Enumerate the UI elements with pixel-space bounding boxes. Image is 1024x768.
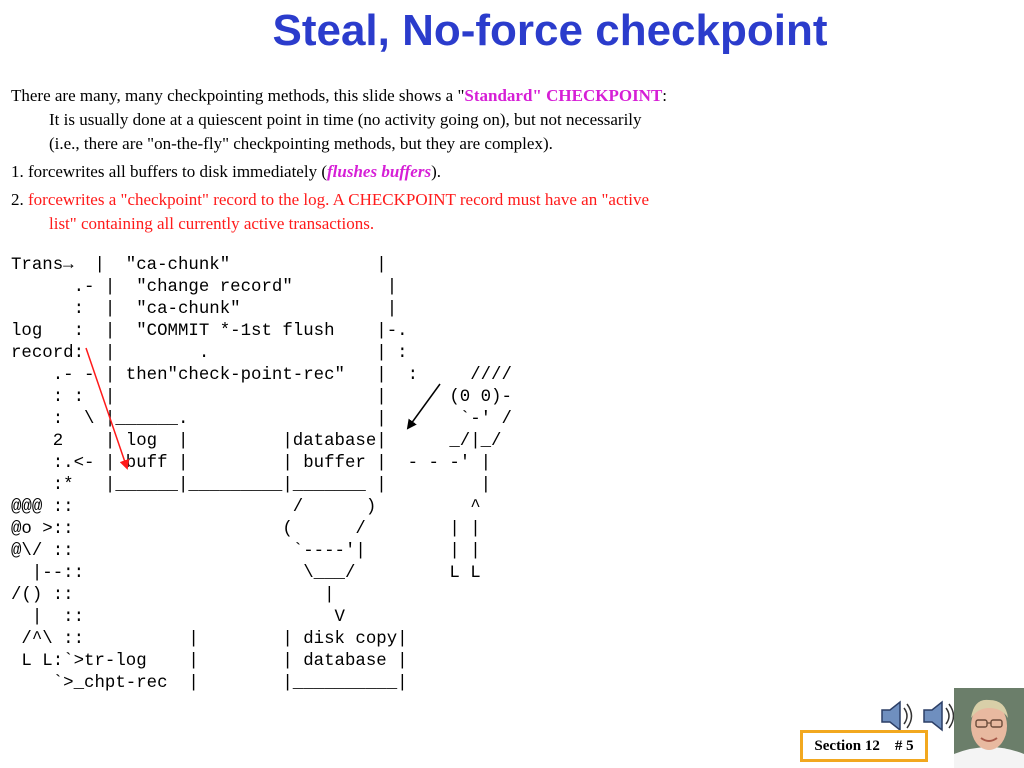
- step2-line2: list" containing all currently active tr…: [49, 214, 375, 233]
- step2-line1: forcewrites a "checkpoint" record to the…: [28, 190, 649, 209]
- intro-line2: It is usually done at a quiescent point …: [49, 110, 642, 129]
- diagram-line: |--:: \___/ L L: [11, 564, 481, 583]
- intro-paragraph: There are many, many checkpointing metho…: [11, 84, 667, 156]
- diagram-line: @@@ :: / ) ^: [11, 498, 481, 517]
- ascii-log-diagram: Trans→ | "ca-chunk" | .- | "change recor…: [11, 255, 512, 695]
- presenter-photo: [954, 688, 1024, 768]
- diagram-line: : \ |______. | `-' /: [11, 410, 512, 429]
- diagram-line: log : | "COMMIT *-1st flush |-.: [11, 322, 408, 341]
- diagram-line: :.<- | buff | | buffer | - - -' |: [11, 454, 492, 473]
- step1-paragraph: 1. forcewrites all buffers to disk immed…: [11, 160, 441, 184]
- slide-title: Steal, No-force checkpoint: [272, 6, 828, 55]
- diagram-line: : | "ca-chunk" |: [11, 300, 398, 319]
- diagram-line: L L:`>tr-log | | database |: [11, 652, 408, 671]
- step1-pre: 1. forcewrites all buffers to disk immed…: [11, 162, 327, 181]
- diagram-line: .- - | then"check-point-rec" | : ////: [11, 366, 512, 385]
- diagram-line: .- | "change record" |: [11, 278, 398, 297]
- standard-checkpoint-highlight: Standard" CHECKPOINT: [464, 86, 663, 105]
- step2-paragraph: 2. forcewrites a "checkpoint" record to …: [11, 188, 649, 236]
- diagram-line: :* |______|_________|_______ | |: [11, 476, 492, 495]
- diagram-line: | :: V: [11, 608, 345, 627]
- diagram-line: @o >:: ( / | |: [11, 520, 481, 539]
- speaker-icon[interactable]: [920, 698, 960, 734]
- flushes-buffers-highlight: flushes buffers: [327, 162, 432, 181]
- intro-line3: (i.e., there are "on-the-fly" checkpoint…: [49, 134, 553, 153]
- diagram-line: @\/ :: `----'| | |: [11, 542, 481, 561]
- intro-line1-pre: There are many, many checkpointing metho…: [11, 86, 465, 105]
- diagram-line: record: | . | :: [11, 344, 408, 363]
- section-label: Section 12 # 5: [814, 737, 914, 754]
- diagram-line: /() :: |: [11, 586, 335, 605]
- speaker-icon[interactable]: [878, 698, 918, 734]
- diagram-line: /^\ :: | | disk copy|: [11, 630, 408, 649]
- section-badge: Section 12 # 5: [800, 730, 928, 762]
- intro-line1-post: :: [662, 86, 668, 105]
- step1-post: ).: [431, 162, 441, 181]
- step2-number: 2.: [11, 190, 28, 209]
- diagram-line: `>_chpt-rec | |__________|: [11, 674, 408, 693]
- diagram-line: : : | | (0 0)-: [11, 388, 512, 407]
- diagram-line: 2 | log | |database| _/|_/: [11, 432, 502, 451]
- diagram-line: Trans→ | "ca-chunk" |: [11, 256, 387, 275]
